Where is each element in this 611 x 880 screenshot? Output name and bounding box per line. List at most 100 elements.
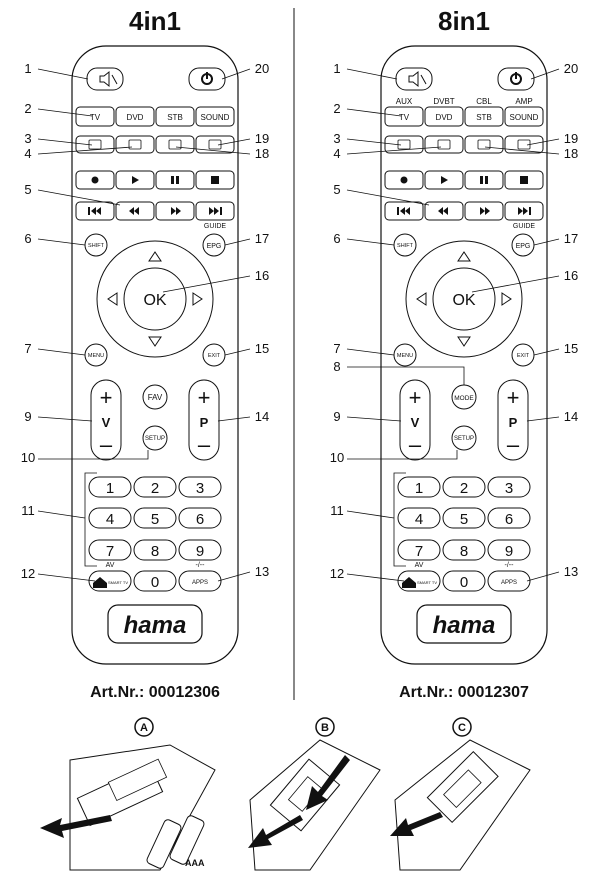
setup-button[interactable]: SETUP	[451, 425, 477, 451]
digit-button-1[interactable]: 1	[88, 476, 132, 498]
source-button-3[interactable]: SOUND	[195, 106, 235, 127]
brand-logo: hama	[433, 612, 496, 639]
media-button-record[interactable]	[75, 170, 115, 190]
epg-button[interactable]: EPG	[511, 233, 535, 257]
digit-button-2[interactable]: 2	[442, 476, 486, 498]
step-c-badge: C	[452, 717, 472, 737]
apps-button[interactable]: APPS	[487, 570, 531, 592]
callout-number-8: 9	[333, 409, 340, 424]
digit-button-1[interactable]: 1	[397, 476, 441, 498]
media-button-fast-forward[interactable]	[155, 201, 195, 221]
callout-number-right-7: 13	[255, 564, 269, 579]
teletext-button-3[interactable]	[195, 135, 235, 154]
media-button-fast-forward[interactable]	[464, 201, 504, 221]
source-button-3[interactable]: SOUND	[504, 106, 544, 127]
media-button-rewind[interactable]	[115, 201, 155, 221]
digit-button-7[interactable]: 7	[88, 539, 132, 561]
apps-button[interactable]: APPS	[178, 570, 222, 592]
digit-button-3[interactable]: 3	[487, 476, 531, 498]
teletext-button-2[interactable]	[464, 135, 504, 154]
media-button-play[interactable]	[424, 170, 464, 190]
source-button-0[interactable]: TV	[384, 106, 424, 127]
fav-button[interactable]: FAV	[142, 384, 168, 410]
setup-button[interactable]: SETUP	[142, 425, 168, 451]
digit-button-label: 3	[505, 480, 513, 497]
source-button-2[interactable]: STB	[155, 106, 195, 127]
digit-button-3[interactable]: 3	[178, 476, 222, 498]
volume-rocker[interactable]: +V–	[399, 379, 431, 461]
menu-button[interactable]: MENU	[393, 343, 417, 367]
shift-button[interactable]: SHIFT	[393, 233, 417, 257]
media-button-skip-back[interactable]	[384, 201, 424, 221]
program-rocker[interactable]: +P–	[497, 379, 529, 461]
digit-button-0[interactable]: 0	[442, 570, 486, 592]
digit-button-9[interactable]: 9	[487, 539, 531, 561]
digit-button-8[interactable]: 8	[133, 539, 177, 561]
epg-button[interactable]: EPG	[202, 233, 226, 257]
source-button-2[interactable]: STB	[464, 106, 504, 127]
volume-rocker[interactable]: +V–	[90, 379, 122, 461]
callout-leader-line	[346, 68, 398, 80]
mute-button[interactable]	[395, 67, 433, 91]
teletext-button-1[interactable]	[115, 135, 155, 154]
callout-number-right-2: 18	[564, 146, 578, 161]
source-button-1[interactable]: DVD	[424, 106, 464, 127]
pause-icon	[480, 176, 483, 184]
program-rocker[interactable]: +P–	[188, 379, 220, 461]
media-button-skip-back[interactable]	[75, 201, 115, 221]
teletext-button-frame	[504, 135, 544, 154]
mode-button[interactable]: MODE	[451, 384, 477, 410]
teletext-icon	[168, 139, 182, 150]
av-label: AV	[415, 562, 424, 569]
mute-button[interactable]	[86, 67, 124, 91]
shift-button[interactable]: SHIFT	[84, 233, 108, 257]
digit-button-5[interactable]: 5	[442, 507, 486, 529]
power-button[interactable]	[188, 67, 226, 91]
media-button-rewind[interactable]	[424, 201, 464, 221]
exit-button[interactable]: EXIT	[511, 343, 535, 367]
callout-leader-line	[37, 68, 89, 80]
digit-button-5[interactable]: 5	[133, 507, 177, 529]
smart-tv-button[interactable]: SMART TV	[397, 570, 441, 592]
callout-leader-line	[224, 348, 251, 356]
source-button-label: TV	[399, 113, 410, 122]
av-label: AV	[106, 562, 115, 569]
menu-button[interactable]: MENU	[84, 343, 108, 367]
teletext-button-frame	[115, 135, 155, 154]
callout-leader-line	[37, 573, 96, 582]
media-button-pause[interactable]	[464, 170, 504, 190]
callout-number-8: 8	[333, 359, 340, 374]
digit-button-7[interactable]: 7	[397, 539, 441, 561]
mute-button-frame	[395, 67, 433, 91]
teletext-button-2[interactable]	[155, 135, 195, 154]
power-button[interactable]	[497, 67, 535, 91]
digit-button-4[interactable]: 4	[88, 507, 132, 529]
callout-leader-line	[217, 416, 251, 422]
media-button-skip-forward[interactable]	[504, 201, 544, 221]
digit-button-0[interactable]: 0	[133, 570, 177, 592]
source-button-1[interactable]: DVD	[115, 106, 155, 127]
navigation-pad[interactable]: OK	[405, 240, 523, 358]
digit-button-9[interactable]: 9	[178, 539, 222, 561]
callout-leader-line	[37, 146, 133, 155]
digit-button-6[interactable]: 6	[178, 507, 222, 529]
digit-button-2[interactable]: 2	[133, 476, 177, 498]
media-button-record[interactable]	[384, 170, 424, 190]
navigation-pad[interactable]: OK	[96, 240, 214, 358]
media-button-skip-forward[interactable]	[195, 201, 235, 221]
media-button-play[interactable]	[115, 170, 155, 190]
exit-button[interactable]: EXIT	[202, 343, 226, 367]
digit-button-8[interactable]: 8	[442, 539, 486, 561]
digit-button-label: 0	[151, 574, 159, 591]
media-button-stop[interactable]	[195, 170, 235, 190]
digit-button-6[interactable]: 6	[487, 507, 531, 529]
media-button-pause[interactable]	[155, 170, 195, 190]
callout-leader-line	[346, 189, 430, 206]
smart-tv-button[interactable]: SMART TV	[88, 570, 132, 592]
digit-button-4[interactable]: 4	[397, 507, 441, 529]
digit-button-label: 8	[460, 543, 468, 560]
brand-logo-frame	[107, 604, 203, 644]
source-button-0[interactable]: TV	[75, 106, 115, 127]
media-button-stop[interactable]	[504, 170, 544, 190]
teletext-button-1[interactable]	[424, 135, 464, 154]
